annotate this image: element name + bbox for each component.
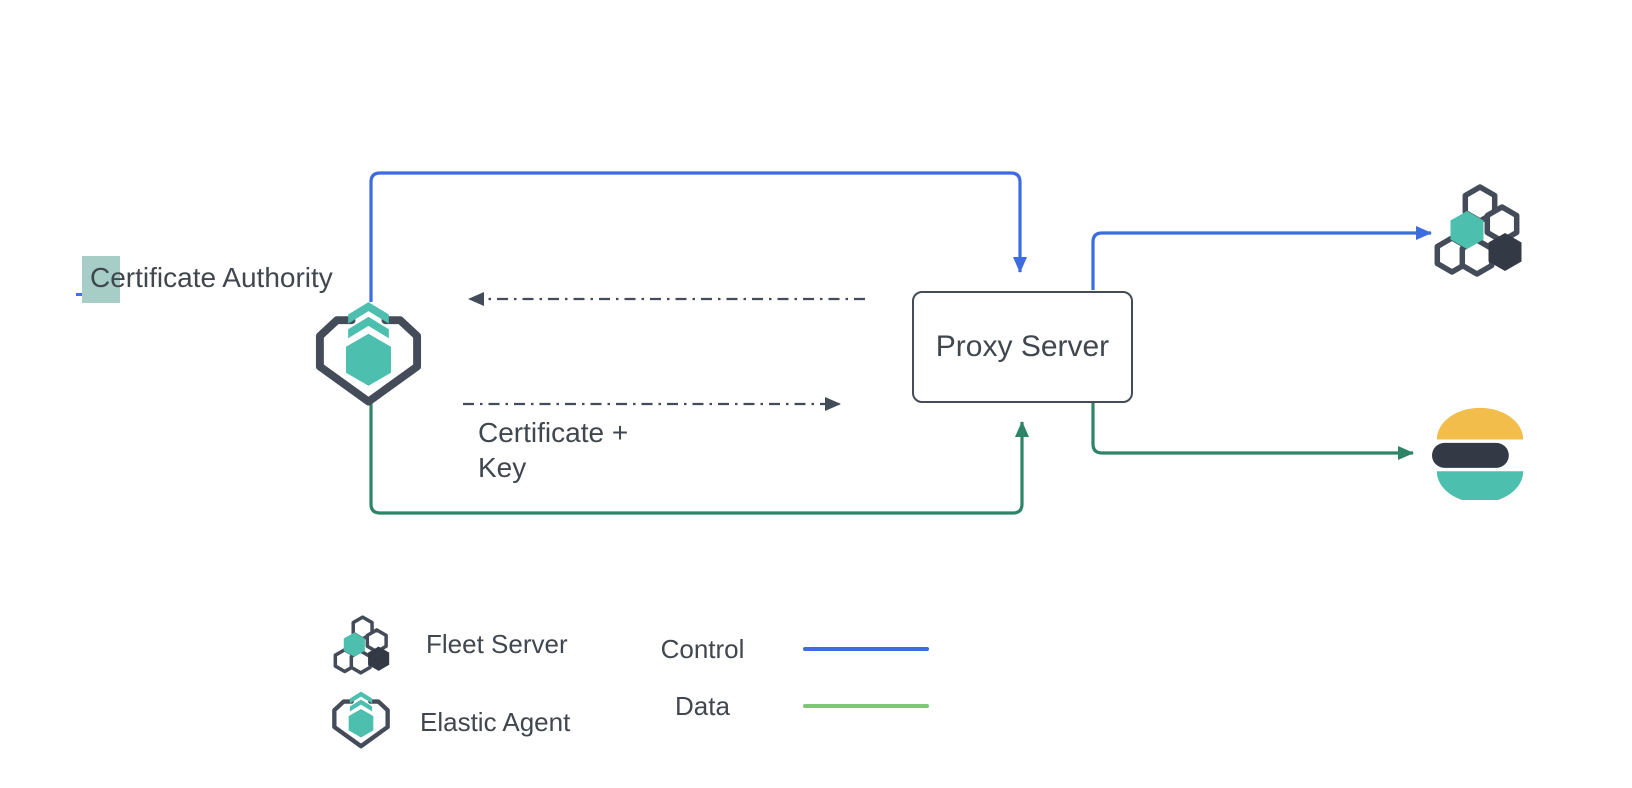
connector-control-proxy-to-fleet[interactable] (1091, 226, 1432, 290)
connector-data-proxy-to-elasticsearch[interactable] (1091, 403, 1414, 460)
legend-row-data[interactable]: Data (620, 690, 929, 721)
legend-label-control: Control (660, 633, 745, 664)
fleet-server-icon (330, 612, 394, 676)
legend-item-elastic-agent[interactable]: Elastic Agent (330, 691, 570, 753)
certificate-authority-label[interactable]: Certificate Authority (82, 256, 333, 303)
legend-label-fleet-server: Fleet Server (426, 628, 568, 659)
fleet-server-icon[interactable] (1437, 187, 1521, 274)
connector-data-agent-to-proxy[interactable] (369, 401, 1029, 515)
control-line-swatch (803, 647, 929, 651)
legend-label-elastic-agent: Elastic Agent (420, 706, 571, 737)
legend-row-control[interactable]: Control (620, 633, 929, 664)
certificate-authority-text: ertificate Authority (110, 262, 333, 293)
elastic-agent-icon[interactable] (320, 302, 417, 401)
proxy-server-node[interactable]: Proxy Server (912, 291, 1133, 403)
proxy-server-label: Proxy Server (935, 330, 1110, 363)
elasticsearch-icon[interactable] (1432, 407, 1524, 503)
legend-item-fleet-server[interactable]: Fleet Server (330, 612, 568, 676)
selected-character: C (82, 256, 121, 303)
elastic-agent-icon (330, 691, 392, 753)
data-line-swatch (803, 704, 929, 708)
connector-control-agent-to-proxy[interactable] (369, 171, 1027, 302)
legend-label-data: Data (675, 690, 730, 721)
certificate-key-label[interactable]: Certificate + Key (478, 417, 629, 483)
